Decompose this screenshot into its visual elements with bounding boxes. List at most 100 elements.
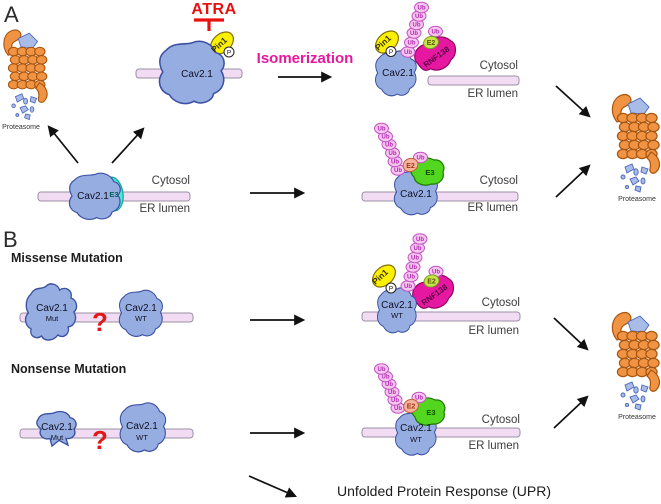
ub-label: Ub [391,398,399,404]
panel-a-label: A [4,2,19,27]
e2-enzyme [403,398,419,414]
phosphate-icon [385,282,397,294]
ub-label: Ub [408,41,416,47]
ub-label: Ub [385,143,393,149]
ub-label: Ub [389,151,397,157]
ub-label: Ub [410,31,418,37]
ub-label: Ub [418,6,426,12]
ub-label: Ub [432,30,440,36]
panel-b-label: B [3,227,18,252]
e2-label: E2 [407,404,416,411]
er-membrane [427,75,520,86]
ubiquitin-chain: Ub Ub Ub Ub Ub Ub Ub [374,363,427,414]
arrow [555,85,591,118]
isomerization-label: Isomerization [257,50,354,67]
arrow [47,125,79,164]
wt-label: WT [135,314,147,323]
phosphate-label: P [389,49,393,56]
e3-label: E3 [426,408,435,417]
ub-label: Ub [394,168,402,174]
e2-label: E2 [406,163,415,170]
ub-label: Ub [414,246,422,252]
proteasome-label: Proteasome [2,124,40,131]
proteasome-icon [3,29,48,121]
arrow [248,475,298,498]
er-lumen-label: ER lumen [468,202,519,214]
inhibition-icon [194,18,224,31]
arrow [555,164,591,198]
ub-label: Ub [411,256,419,262]
cav21-label: Cav2.1 [41,422,73,433]
cytosol-label: Cytosol [480,175,518,187]
e2-label: E2 [427,279,436,286]
ub-label: Ub [378,367,386,373]
ub-label: Ub [391,160,399,166]
ub-label: Ub [417,156,425,162]
ub-label: Ub [394,406,402,412]
cav21-label: Cav2.1 [400,423,432,434]
arrow [553,395,589,429]
cav21-label: Cav2.1 [400,189,432,200]
ub-label: Ub [388,390,396,396]
er-membrane [361,191,519,202]
ubiquitin-chain: Ub Ub Ub Ub Ub Ub Ub [400,233,444,292]
proteasome-icon [611,93,661,193]
phosphate-icon [223,46,235,58]
mut-label: Mut [51,433,64,442]
arrow [553,317,589,351]
ub-label: Ub [432,270,440,276]
wt-label: WT [136,433,148,442]
proteasome-icon [611,311,661,411]
missense-heading: Missense Mutation [11,251,123,265]
e2-enzyme [402,157,419,173]
er-lumen-label: ER lumen [469,325,520,337]
mut-label: Mut [46,314,59,323]
cytosol-label: Cytosol [480,60,518,72]
ub-label: Ub [407,275,415,281]
ub-label: Ub [409,265,417,271]
ub-label: Ub [404,50,412,56]
question-mark: ? [92,425,108,455]
wt-label: WT [410,435,422,444]
cav21-label: Cav2.1 [382,68,414,79]
ub-label: Ub [382,375,390,381]
ubiquitin-chain: Ub Ub Ub Ub Ub Ub Ub [400,1,443,58]
ub-label: Ub [416,237,424,243]
cav21-label: Cav2.1 [381,300,413,311]
cav21-label: Cav2.1 [77,191,109,202]
e2-enzyme [423,35,439,50]
er-lumen-label: ER lumen [469,440,520,452]
nonsense-heading: Nonsense Mutation [11,362,126,376]
question-mark: ? [92,307,108,337]
er-lumen-label: ER lumen [468,88,519,100]
ub-label: Ub [415,14,423,20]
phosphate-icon [385,46,397,57]
ub-label: Ub [378,127,386,133]
ub-label: Ub [415,396,423,402]
proteasome-label: Proteasome [618,414,656,421]
cytosol-label: Cytosol [482,297,520,309]
ub-label: Ub [413,23,421,29]
er-membrane [361,427,521,438]
arrow [111,127,145,164]
cytosol-label: Cytosol [482,414,520,426]
cav21-label: Cav2.1 [181,69,213,80]
e2-enzyme [423,274,440,288]
proteasome-label: Proteasome [618,196,656,203]
e2-label: E2 [427,40,436,47]
ub-label: Ub [385,382,393,388]
wt-label: WT [391,311,403,320]
atra-label: ATRA [191,1,236,18]
ub-label: Ub [404,284,412,290]
cav21-label: Cav2.1 [36,303,68,314]
ub-label: Ub [382,135,390,141]
cav21-label: Cav2.1 [125,303,157,314]
er-lumen-label: ER lumen [140,203,191,215]
phosphate-label: P [389,286,393,293]
ubiquitin-chain: Ub Ub Ub Ub Ub Ub Ub [374,122,428,176]
cytosol-label: Cytosol [152,175,190,187]
phosphate-label: P [227,50,231,57]
upr-label: Unfolded Protein Response (UPR) [337,483,551,499]
e3-label: E3 [109,190,118,199]
